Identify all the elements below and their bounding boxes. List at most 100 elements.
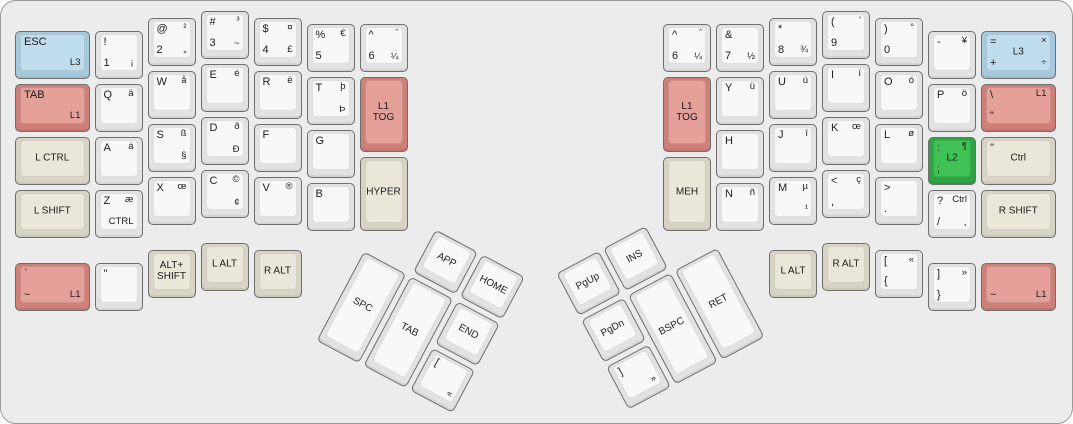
key-label-tl: ` (24, 267, 28, 280)
key-v[interactable]: V® (253, 176, 302, 225)
key-tilde-right[interactable]: ~L1 (981, 262, 1056, 311)
key-lbracket[interactable]: [«{ (875, 249, 923, 298)
keycap-face: )°0 (880, 20, 918, 58)
key-f[interactable]: F (253, 123, 302, 172)
key-h[interactable]: H (716, 130, 764, 179)
keycap-face: V® (258, 179, 297, 217)
key-r-alt-right[interactable]: R ALT (822, 242, 870, 291)
keycap-face: =×+÷L3 (986, 33, 1051, 71)
keycap-face: [«{ (880, 252, 918, 290)
keycap-face: $¤4£ (258, 20, 297, 58)
key-label-br: Þ (339, 103, 346, 115)
key-label-tl: F (262, 128, 270, 141)
keycap-face: HOME (468, 259, 519, 310)
key-c[interactable]: C©¢ (200, 170, 249, 218)
key-4[interactable]: $¤4£ (253, 17, 302, 66)
key-label-tl: ) (884, 22, 888, 35)
key-label-tl: < (831, 175, 838, 187)
key-period[interactable]: >. (875, 176, 923, 225)
key-backslash[interactable]: \L1" (981, 83, 1056, 132)
key-label-tr: þ (340, 81, 346, 93)
key-equals[interactable]: =×+÷L3 (981, 30, 1056, 79)
key-comma[interactable]: <ç, (822, 170, 870, 218)
key-5[interactable]: %€5 (306, 24, 355, 73)
key-label-c: Ctrl (1010, 152, 1027, 164)
key-g[interactable]: G (306, 130, 355, 179)
key-label-tl: B (315, 188, 323, 201)
key-label-tr: ° (910, 21, 914, 33)
key-rbracket[interactable]: ]»} (928, 262, 976, 311)
key-label-tr: ó (908, 74, 914, 86)
key-label-c: BSPC (657, 315, 687, 338)
key-label-bl: 7 (725, 50, 732, 63)
key-label-bl: 4 (262, 43, 269, 56)
key-label-tl: O (884, 75, 893, 88)
keycap-face: ~L1 (986, 265, 1051, 303)
key-semicolon[interactable]: :¶;L2 (928, 136, 976, 185)
key-l-alt-left[interactable]: L ALT (200, 242, 249, 291)
key-l1-tog-left[interactable]: L1 TOG (359, 77, 408, 152)
key-l-alt-right[interactable]: L ALT (769, 249, 817, 298)
key-label-c: APP (435, 250, 459, 270)
key-quote-right[interactable]: "Ctrl (981, 136, 1056, 185)
key-l-ctrl[interactable]: L CTRL (15, 136, 90, 185)
key-meh[interactable]: MEH (663, 156, 711, 232)
key-alt-shift[interactable]: ALT+ SHIFT (147, 249, 196, 298)
keycap-face: `~L1 (20, 265, 85, 303)
key-minus[interactable]: -¥ (928, 30, 976, 79)
key-r-alt-left[interactable]: R ALT (253, 249, 302, 298)
key-r-shift[interactable]: R SHIFT (981, 189, 1056, 238)
key-slash[interactable]: ?Ctrl/¸ (928, 189, 976, 238)
key-label-tl: U (778, 75, 786, 88)
key-label-bl: 8 (778, 43, 785, 56)
key-label-tr: Ctrl (952, 193, 967, 205)
key-0[interactable]: )°0 (875, 17, 923, 66)
keycap-face: <ç, (827, 173, 865, 210)
key-label-c: R ALT (263, 265, 292, 277)
key-9[interactable]: ('9 (822, 11, 870, 59)
key-label-tl: # (209, 16, 216, 28)
key-hyper[interactable]: HYPER (359, 156, 408, 232)
key-b[interactable]: B (306, 183, 355, 232)
key-1[interactable]: !1¡ (94, 30, 143, 79)
key-label-tl: ^ (672, 29, 678, 42)
key-grave[interactable]: `~L1 (15, 262, 90, 311)
key-l1-tog-right[interactable]: L1 TOG (663, 77, 711, 152)
key-quote-left[interactable]: " (94, 262, 143, 311)
key-l-shift[interactable]: L SHIFT (15, 189, 90, 238)
